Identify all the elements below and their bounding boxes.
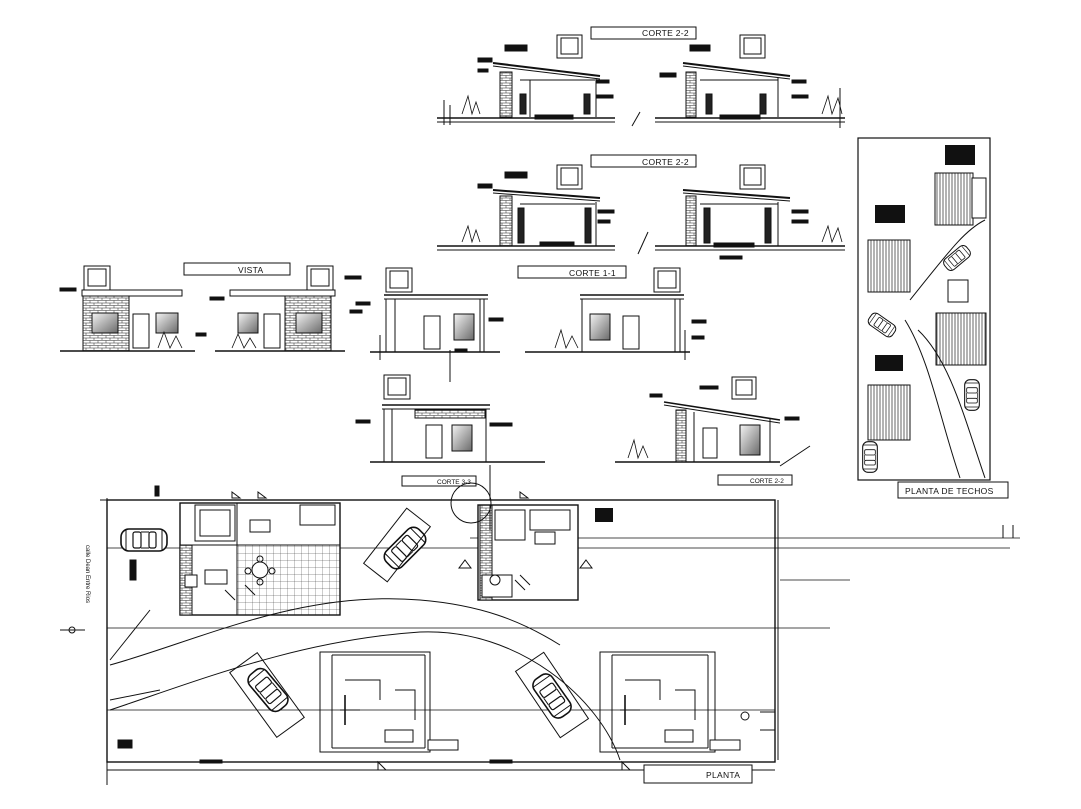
section-corte-2-2-small: CORTE 2-2 — [615, 376, 811, 486]
corte-3-3-title: CORTE 3-3 — [437, 479, 471, 486]
planta-techos-title: PLANTA DE TECHOS — [905, 486, 994, 496]
corte-2-2-top-title: CORTE 2-2 — [642, 28, 689, 38]
corte-2-2-small-title: CORTE 2-2 — [750, 478, 784, 485]
plan-planta: calle Dean Entre Rios — [60, 465, 1020, 785]
section-corte-1-1: CORTE 1-1 — [355, 265, 707, 382]
corte-2-2-mid-title: CORTE 2-2 — [642, 157, 689, 167]
section-corte-2-2-mid: CORTE 2-2 — [437, 154, 845, 260]
section-corte-2-2-top: CORTE 2-2 — [437, 26, 845, 128]
elevation-vista: VISTA — [59, 262, 363, 352]
plan-planta-de-techos: PLANTA DE TECHOS — [857, 137, 1009, 499]
vista-title: VISTA — [238, 265, 263, 275]
corte-1-1-title: CORTE 1-1 — [569, 268, 616, 278]
planta-title: PLANTA — [706, 770, 740, 780]
street-name: calle Dean Entre Rios — [84, 545, 90, 603]
section-corte-3-3: CORTE 3-3 — [355, 374, 545, 487]
